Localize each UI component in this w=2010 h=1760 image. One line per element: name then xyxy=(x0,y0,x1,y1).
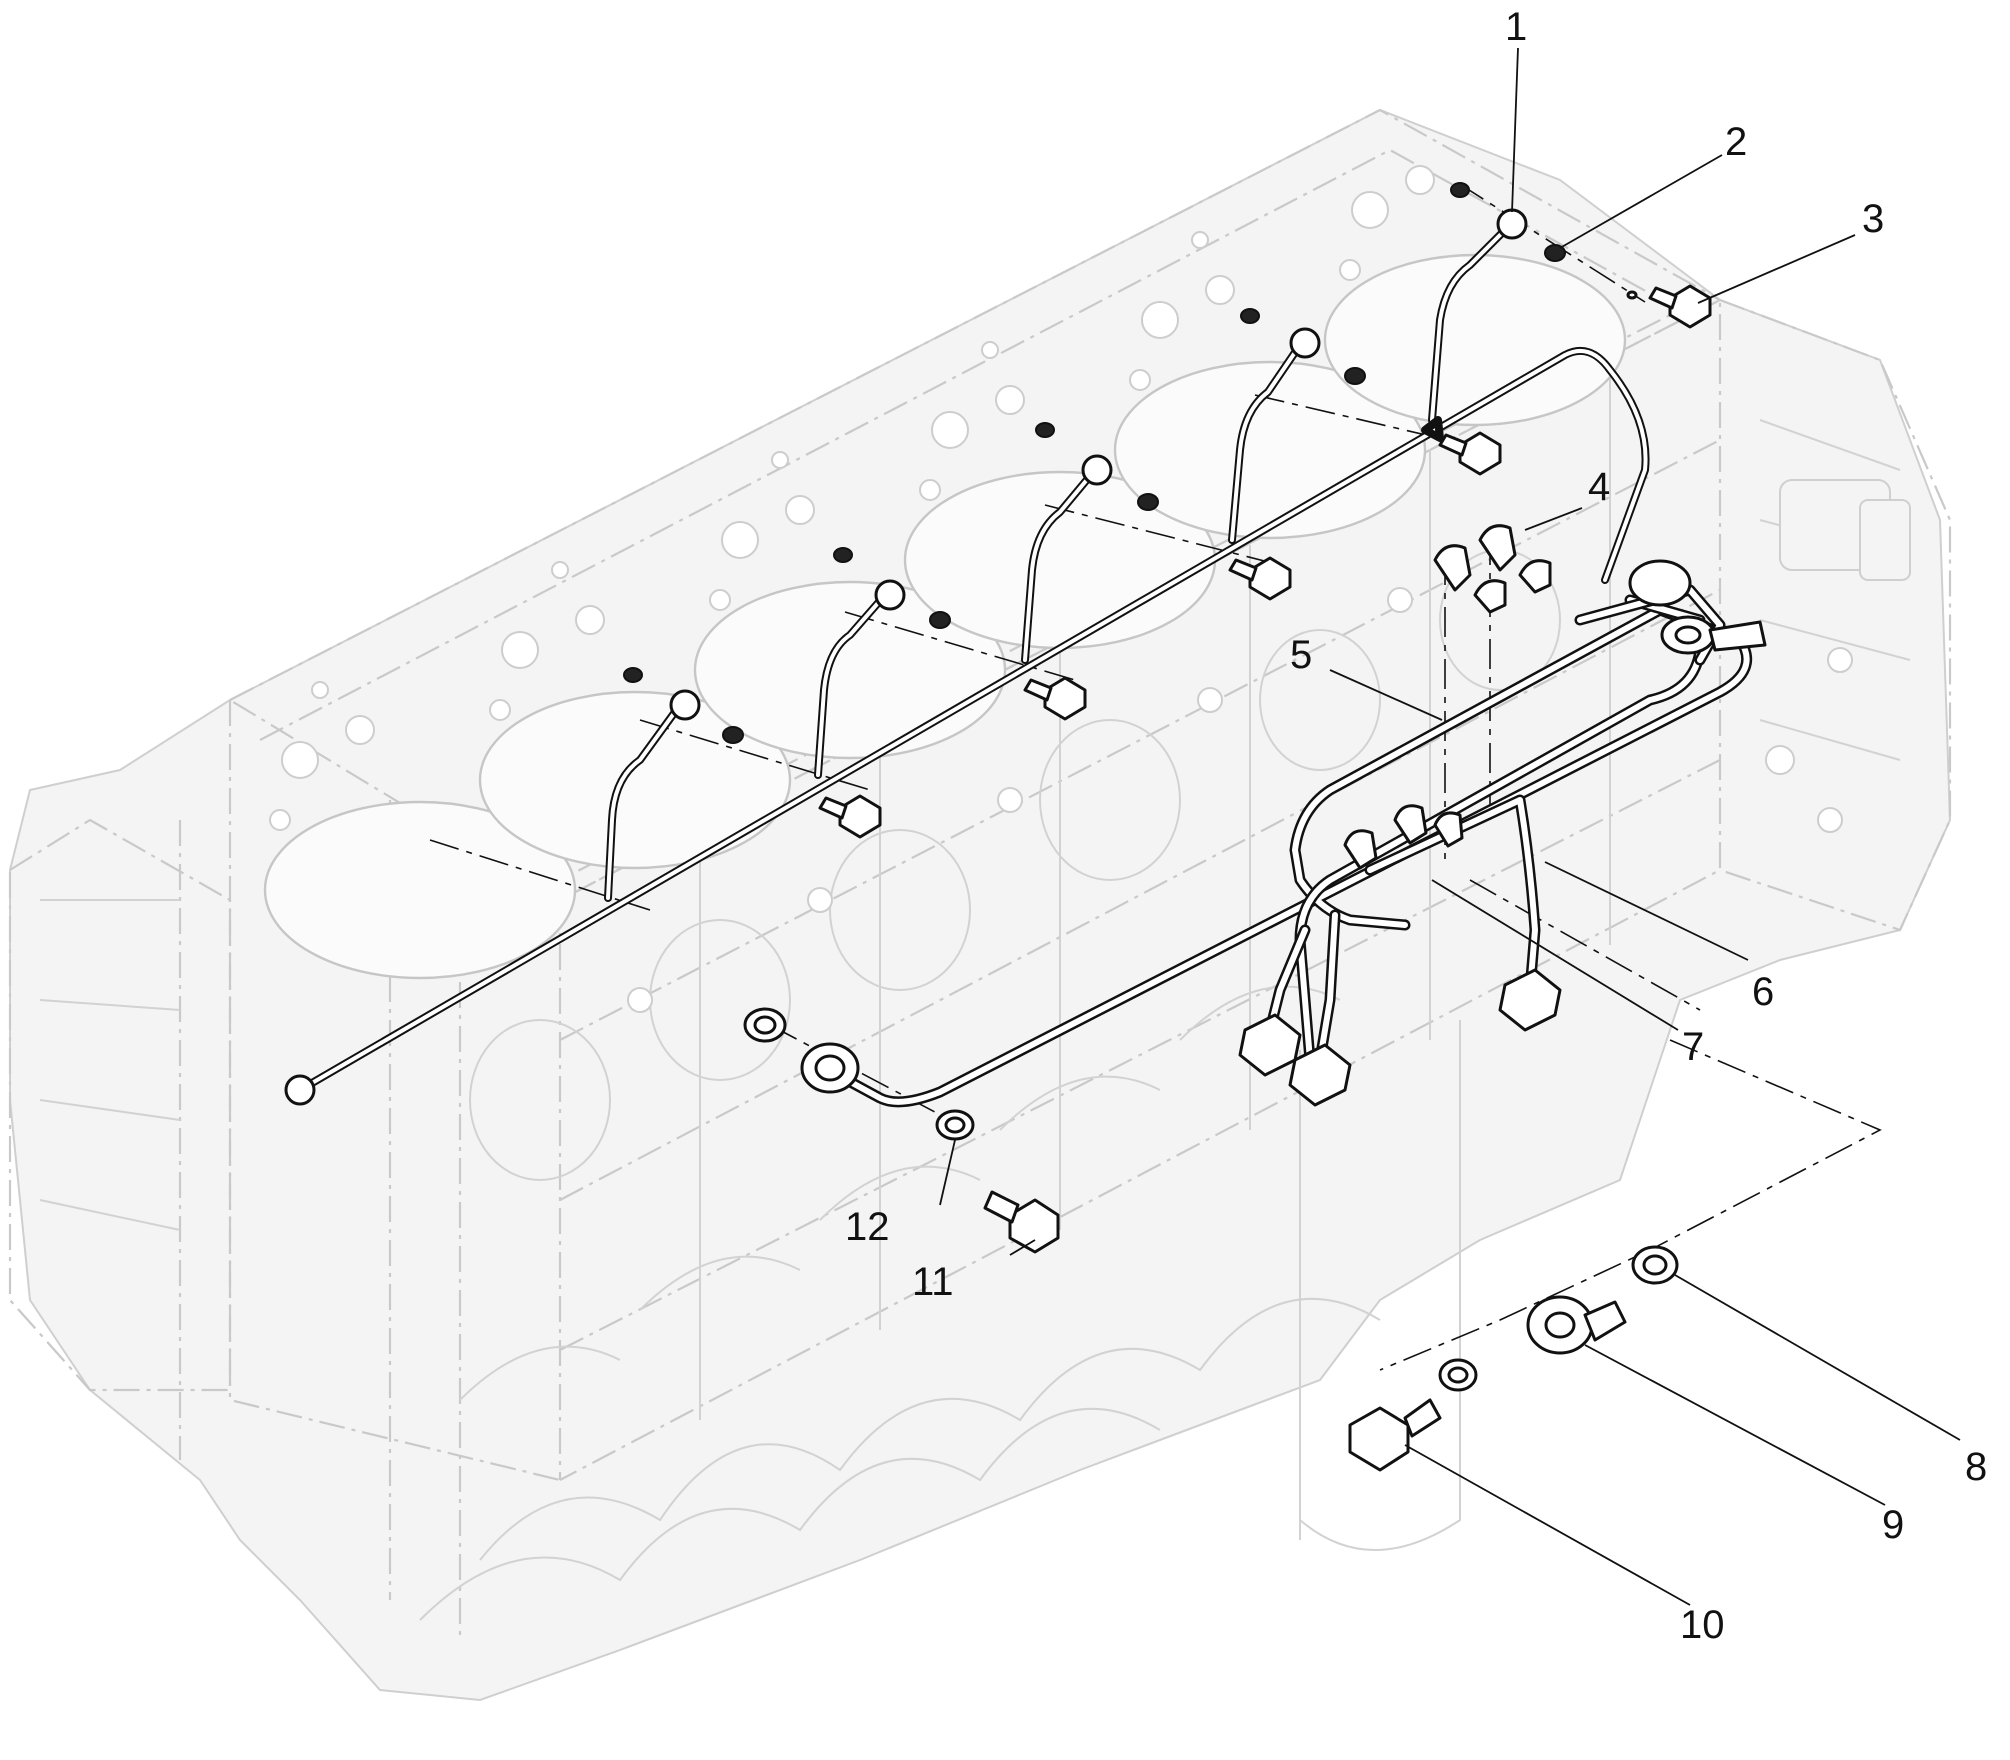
engine-block-outline xyxy=(8,108,1952,1702)
callout-labels: 1 2 3 4 5 6 7 8 9 10 11 12 xyxy=(845,5,1987,1647)
callout-4: 4 xyxy=(1588,465,1610,509)
callout-2: 2 xyxy=(1725,120,1747,164)
callout-12: 12 xyxy=(845,1205,890,1249)
callout-6: 6 xyxy=(1752,970,1774,1014)
callout-11: 11 xyxy=(912,1260,954,1304)
callout-5: 5 xyxy=(1290,633,1312,677)
callout-10: 10 xyxy=(1680,1603,1725,1647)
block-bosses xyxy=(469,479,1911,1181)
callout-9: 9 xyxy=(1882,1503,1904,1547)
fuel-pipes xyxy=(296,221,1753,1108)
cylinder-bores xyxy=(263,253,1627,980)
callout-8: 8 xyxy=(1965,1445,1987,1489)
callout-1: 1 xyxy=(1505,5,1527,49)
leader-lines xyxy=(939,47,1961,1606)
hardware-parts xyxy=(284,182,1767,1472)
callout-7: 7 xyxy=(1682,1025,1704,1069)
callout-3: 3 xyxy=(1862,197,1884,241)
deck-holes xyxy=(269,165,1435,831)
